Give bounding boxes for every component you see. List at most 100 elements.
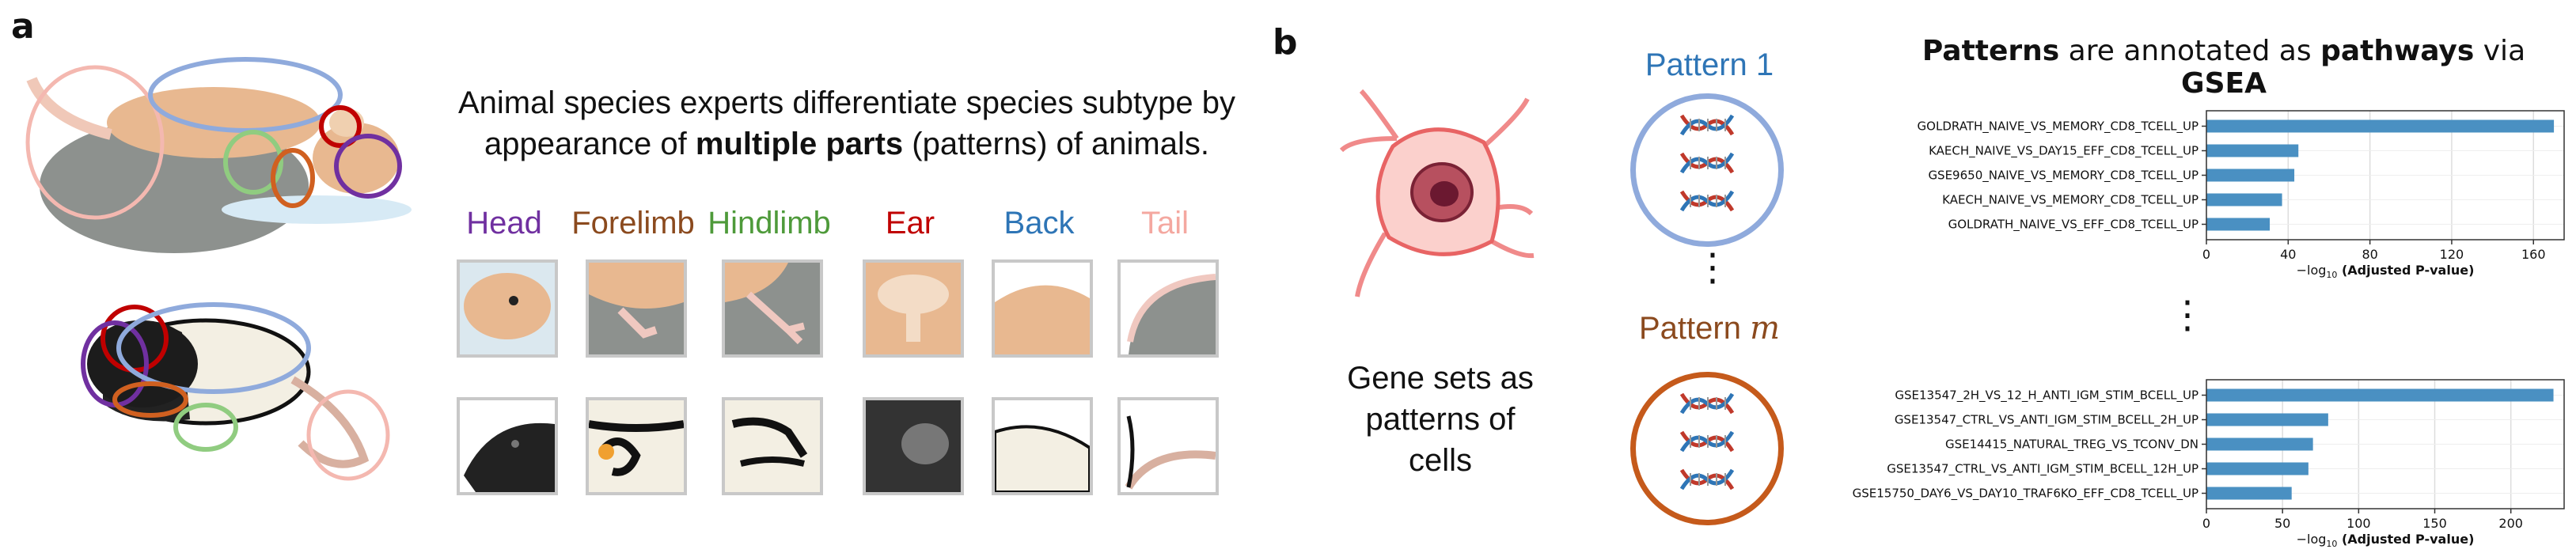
pattern-vdots: ⋮	[1694, 245, 1732, 290]
category-label: KAECH_NAIVE_VS_MEMORY_CD8_TCELL_UP	[1942, 193, 2199, 208]
panel-a-letter: a	[11, 6, 35, 47]
pattern-m-circle	[1630, 372, 1784, 525]
gsea-title: Patterns are annotated as pathways via G…	[1884, 35, 2564, 100]
x-axis-label: −log10 (Adjusted P-value)	[2297, 532, 2475, 549]
gsea-title-part: are annotated as	[2059, 35, 2321, 67]
tile-rat-head	[457, 397, 558, 495]
bar	[2206, 462, 2309, 475]
x-tick-label: 0	[2202, 247, 2210, 262]
plot-frame	[2206, 110, 2565, 241]
category-label: GSE13547_CTRL_VS_ANTI_IGM_STIM_BCELL_2H_…	[1895, 413, 2199, 428]
cell-caption-line-3: cells	[1408, 443, 1473, 478]
gsea-chart-top-svg: 0 40 80 120 160 GOLDRATH_NAIVE_VS_MEMORY_CD8_…	[1918, 110, 2565, 280]
category-label: GSE9650_NAIVE_VS_MEMORY_CD8_TCELL_UP	[1928, 169, 2199, 184]
x-axis-label-subscript: 10	[2326, 539, 2337, 549]
tile-rat-tail	[1117, 397, 1219, 495]
caption-line-2-post: (patterns) of animals.	[903, 127, 1209, 161]
rat-tail-circle	[306, 389, 390, 481]
tile-rat-ear	[863, 397, 964, 495]
bar	[2206, 437, 2313, 451]
bar	[2206, 487, 2292, 500]
cell-caption-line-2: patterns of	[1365, 402, 1516, 437]
part-label-head: Head	[466, 206, 542, 241]
x-axis-label-prefix: −log	[2297, 263, 2327, 278]
bar	[2206, 119, 2555, 133]
category-label: GSE13547_2H_VS_12_H_ANTI_IGM_STIM_BCELL_…	[1895, 388, 2199, 403]
part-label-hindlimb: Hindlimb	[708, 206, 831, 241]
bar	[2206, 193, 2282, 206]
head-circle	[334, 134, 402, 199]
gerbil-tail	[26, 77, 112, 140]
category-label: GSE13547_CTRL_VS_ANTI_IGM_STIM_BCELL_12H…	[1887, 462, 2199, 477]
pattern-m-variable: m	[1750, 310, 1780, 347]
category-label: GSE15750_DAY6_VS_DAY10_TRAF6KO_EFF_CD8_T…	[1853, 487, 2199, 502]
chart-vdots: ⋮	[2168, 293, 2206, 337]
animal-illustrations	[25, 57, 412, 481]
x-tick-label: 100	[2346, 516, 2371, 531]
caption-line-1: Animal species experts differentiate spe…	[457, 85, 1235, 120]
tail-circle	[25, 65, 165, 220]
x-tick-label: 200	[2498, 516, 2523, 531]
x-axis-label-bold: (Adjusted P-value)	[2337, 532, 2474, 547]
category-label: GOLDRATH_NAIVE_VS_EFF_CD8_TCELL_UP	[1948, 218, 2199, 233]
gerbil-body	[107, 87, 321, 158]
part-label-forelimb: Forelimb	[571, 206, 695, 241]
caption-line-2: appearance of multiple parts (patterns) …	[427, 123, 1266, 165]
ear-circle	[319, 105, 362, 148]
gsea-title-part: via	[2474, 35, 2526, 67]
bar	[2206, 388, 2554, 402]
plot-frame	[2206, 379, 2565, 509]
category-label: GOLDRATH_NAIVE_VS_MEMORY_CD8_TCELL_UP	[1918, 119, 2199, 134]
x-axis-label-bold: (Adjusted P-value)	[2337, 263, 2474, 278]
tile-rat-back	[992, 397, 1093, 495]
bar	[2206, 144, 2299, 157]
x-tick-label: 120	[2440, 247, 2464, 262]
rat-forelimb-circle	[112, 381, 188, 418]
cell-caption-line-1: Gene sets as	[1347, 361, 1534, 396]
x-axis-label-prefix: −log	[2297, 532, 2327, 547]
bar	[2206, 413, 2328, 426]
tile-gerbil-back	[992, 259, 1093, 358]
x-axis-label-subscript: 10	[2326, 270, 2337, 280]
x-axis-label: −log10 (Adjusted P-value)	[2297, 263, 2475, 280]
gerbil-head	[313, 123, 400, 194]
category-label: KAECH_NAIVE_VS_DAY15_EFF_CD8_TCELL_UP	[1929, 144, 2199, 159]
x-tick-label: 40	[2280, 247, 2296, 262]
tile-gerbil-head	[457, 259, 558, 358]
gsea-title-part: Patterns	[1922, 35, 2060, 67]
tile-gerbil-ear	[863, 259, 964, 358]
gsea-title-part: GSEA	[2181, 67, 2267, 100]
water-shape	[222, 195, 412, 224]
part-label-ear: Ear	[885, 206, 935, 241]
part-label-tail: Tail	[1140, 206, 1189, 241]
tile-gerbil-hindlimb	[722, 259, 823, 358]
cell-caption: Gene sets as patterns of cells	[1322, 358, 1559, 481]
x-tick-label: 0	[2202, 516, 2210, 531]
back-circle	[148, 57, 343, 133]
x-tick-label: 80	[2362, 247, 2377, 262]
panel-b-letter: b	[1273, 22, 1298, 62]
rat-tail	[290, 376, 370, 468]
pattern-1-circle	[1630, 93, 1784, 247]
tile-gerbil-forelimb	[586, 259, 687, 358]
tile-rat-forelimb	[586, 397, 687, 495]
panel-a-caption: Animal species experts differentiate spe…	[427, 82, 1266, 165]
gsea-title-part: pathways	[2320, 35, 2475, 67]
bar	[2206, 218, 2271, 231]
category-label: GSE14415_NATURAL_TREG_VS_TCONV_DN	[1945, 437, 2199, 453]
rat-back-circle	[116, 302, 311, 394]
tile-gerbil-tail	[1117, 259, 1219, 358]
gsea-chart-top: 0 40 80 120 160 GOLDRATH_NAIVE_VS_MEMORY_CD8_…	[1844, 103, 2572, 288]
pattern-m-prefix: Pattern	[1638, 311, 1751, 346]
forelimb-circle	[271, 148, 315, 208]
hindlimb-circle	[223, 130, 283, 195]
rat-hindlimb-circle	[173, 403, 238, 452]
caption-line-2-pre: appearance of	[484, 127, 696, 161]
x-tick-label: 160	[2521, 247, 2546, 262]
pattern-1-label: Pattern 1	[1645, 47, 1774, 82]
cell-icon	[1339, 89, 1535, 297]
bar	[2206, 169, 2295, 182]
x-tick-label: 150	[2422, 516, 2447, 531]
